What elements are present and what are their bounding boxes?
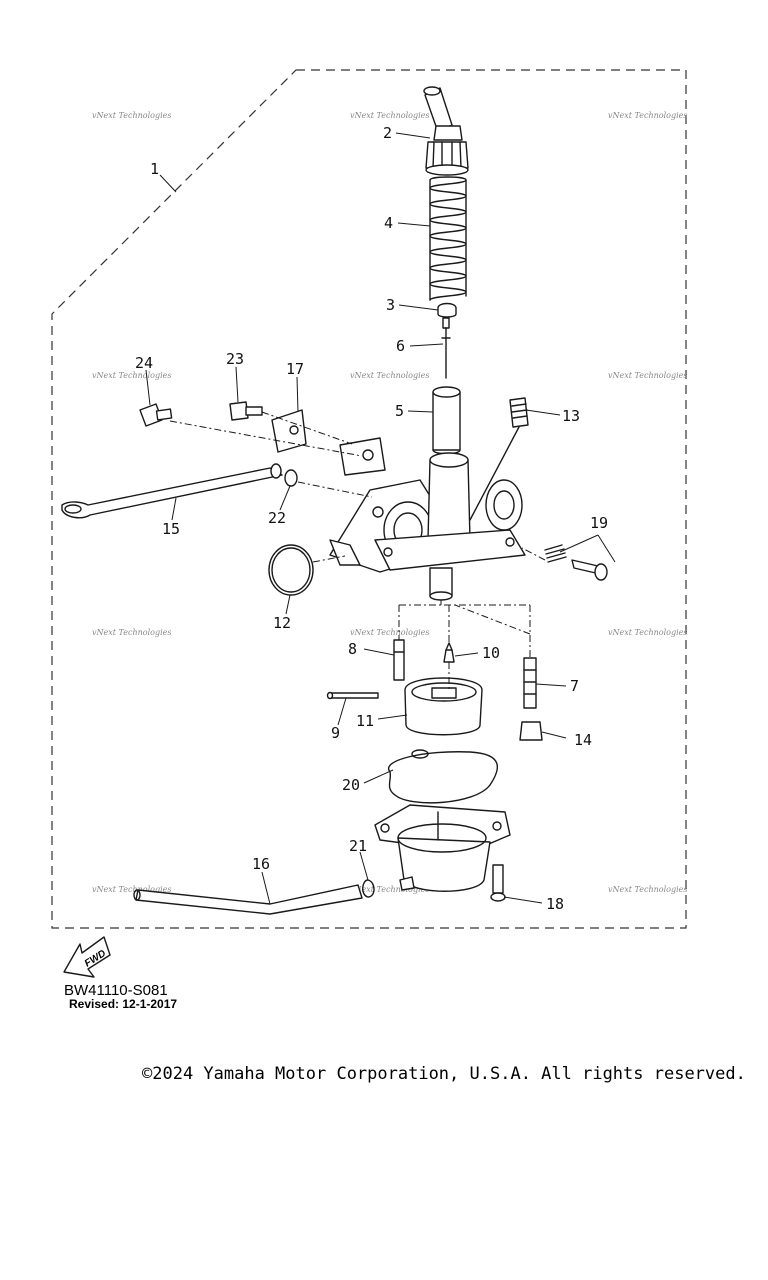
throttle-valve-part: [432, 386, 461, 455]
watermark: vNext Technologies: [92, 371, 171, 380]
diagram-code: BW41110-S081: [64, 982, 168, 999]
drain-screw-part: [490, 864, 506, 902]
part-number-15: 15: [162, 520, 180, 538]
part-number-1: 1: [150, 160, 159, 178]
part-number-6: 6: [396, 337, 405, 355]
o-ring-part-22: [284, 469, 298, 487]
part-number-8: 8: [348, 640, 357, 658]
top-cap-part: [423, 86, 469, 176]
part-numbers: 1 2 3 4 5 6 7 8 9 10 11 12 13 14 15 16 1…: [135, 124, 608, 913]
needle-clip-part: [437, 302, 457, 318]
part-number-17: 17: [286, 360, 304, 378]
part-number-24: 24: [135, 354, 153, 372]
watermark: vNext Technologies: [350, 371, 429, 380]
callout-leaders: [145, 132, 616, 905]
part-number-12: 12: [273, 614, 291, 632]
o-ring-part-12: [268, 544, 314, 596]
part-number-19: 19: [590, 514, 608, 532]
copyright-notice: ©2024 Yamaha Motor Corporation, U.S.A. A…: [142, 1064, 746, 1084]
alignment-leaders: [169, 411, 546, 692]
fwd-arrow-icon: FWD: [63, 936, 111, 978]
part-number-13: 13: [562, 407, 580, 425]
watermarks: vNext Technologies vNext Technologies vN…: [92, 111, 687, 894]
part-number-23: 23: [226, 350, 244, 368]
clip-part: [362, 879, 375, 898]
watermark: vNext Technologies: [350, 885, 429, 894]
part-number-20: 20: [342, 776, 360, 794]
jet-holder-part: [519, 721, 543, 741]
watermark: vNext Technologies: [608, 885, 687, 894]
screw-part-24: [139, 403, 173, 427]
part-number-11: 11: [356, 712, 374, 730]
watermark: vNext Technologies: [608, 371, 687, 380]
part-number-4: 4: [384, 214, 393, 232]
part-number-2: 2: [383, 124, 392, 142]
watermark: vNext Technologies: [92, 628, 171, 637]
part-number-14: 14: [574, 731, 592, 749]
jet-needle-part: [441, 317, 451, 379]
watermark: vNext Technologies: [608, 111, 687, 120]
throttle-spring-part: [429, 176, 467, 301]
revised-date: Revised: 12-1-2017: [69, 997, 177, 1011]
main-jet-part: [393, 639, 405, 681]
watermark: vNext Technologies: [92, 885, 171, 894]
part-number-7: 7: [570, 677, 579, 695]
part-number-9: 9: [331, 724, 340, 742]
nozzle-part: [523, 657, 537, 709]
watermark: vNext Technologies: [350, 628, 429, 637]
part-number-22: 22: [268, 509, 286, 527]
watermark: vNext Technologies: [350, 111, 429, 120]
part-number-3: 3: [386, 296, 395, 314]
part-number-10: 10: [482, 644, 500, 662]
bracket-part: [271, 409, 307, 453]
starter-plunger-part: [469, 397, 529, 521]
float-part: [404, 677, 483, 736]
screw-part-23: [229, 401, 263, 421]
float-pin-part: [326, 691, 379, 700]
assembly-boundary: [51, 69, 687, 929]
float-chamber: [374, 804, 511, 892]
tube-part-15: [61, 463, 283, 519]
gasket-part: [387, 749, 498, 804]
watermark: vNext Technologies: [92, 111, 171, 120]
part-number-16: 16: [252, 855, 270, 873]
watermark: vNext Technologies: [608, 628, 687, 637]
needle-valve-part: [443, 642, 455, 663]
part-number-5: 5: [395, 402, 404, 420]
part-number-18: 18: [546, 895, 564, 913]
part-number-21: 21: [349, 837, 367, 855]
carburetor-body: [329, 437, 526, 601]
screw-spring-part-19: [544, 544, 608, 581]
